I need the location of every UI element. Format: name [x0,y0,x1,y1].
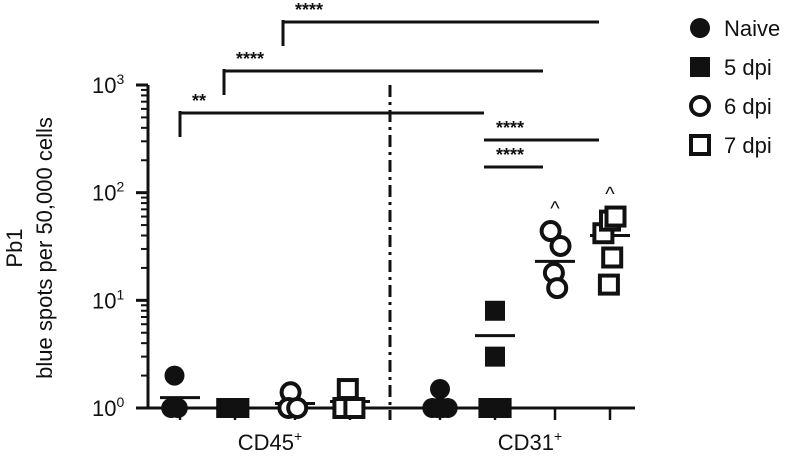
y-axis-label-line2: blue spots per 50,000 cells [32,117,57,379]
significance-label: **** [295,0,323,20]
significance-label: ** [192,91,206,111]
point-6dpi [286,397,309,419]
point-5dpi [485,346,505,367]
x-group-label: CD45+ [238,428,302,455]
point-7dpi [601,246,624,269]
point-naive [437,398,458,418]
point-7dpi [336,378,359,401]
legend: Naive 5 dpi 6 dpi 7 dpi [689,16,780,158]
legend-item: 7 dpi [689,133,772,158]
significance-label: **** [496,145,524,165]
point-5dpi [485,300,505,321]
legend-item: 5 dpi [690,55,772,80]
y-tick-label: 101 [92,286,124,313]
point-7dpi [343,397,366,419]
y-tick-label: 100 [92,394,124,421]
significance-label: **** [496,118,524,138]
y-tick-label: 103 [92,71,124,98]
point-5dpi [229,398,250,418]
significance-layer: ******************^^ [178,0,615,220]
legend-label: 5 dpi [724,55,772,80]
legend-marker [690,18,710,38]
y-tick-label: 102 [92,179,124,206]
legend-label: 7 dpi [724,133,772,158]
legend-marker [690,57,710,77]
point-naive [430,379,450,400]
point-6dpi [546,277,569,300]
legend-label: 6 dpi [724,94,772,119]
point-naive [164,365,185,386]
y-axis-label-line1: Pb1 [2,228,27,267]
point-naive [167,398,188,418]
significance-label: **** [236,49,264,69]
point-5dpi [491,398,512,418]
annotation-caret: ^ [605,184,615,206]
x-group-label: CD31+ [498,428,562,455]
means-layer [160,234,630,410]
annotation-caret: ^ [550,198,560,220]
points-layer [161,205,627,419]
legend-item: 6 dpi [689,94,772,119]
point-6dpi [539,220,562,243]
point-6dpi [549,234,572,257]
legend-item: Naive [690,16,780,41]
legend-marker [689,134,711,156]
point-7dpi [604,205,627,228]
legend-marker [689,95,711,117]
point-7dpi [597,273,620,296]
legend-label: Naive [724,16,780,41]
